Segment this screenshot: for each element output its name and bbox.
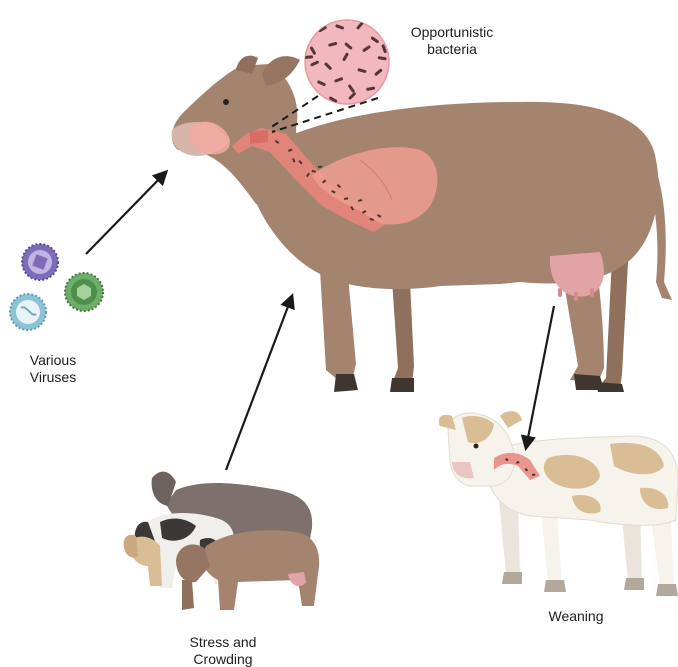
stress-crowding-label: Stress and Crowding: [168, 634, 278, 667]
virus-group: [10, 244, 103, 330]
adult-cow: [172, 56, 672, 392]
crowded-cattle: [124, 472, 320, 610]
opportunistic-bacteria-label: Opportunistic bacteria: [392, 24, 512, 58]
arrow-viruses-to-cow: [86, 172, 166, 254]
virus-icon: [65, 273, 103, 311]
weaning-label: Weaning: [536, 608, 616, 625]
various-viruses-label: Various Viruses: [8, 352, 98, 386]
calf-icon: [439, 411, 678, 596]
arrow-cow-to-weaning: [526, 306, 554, 448]
bacteria-label-line2: bacteria: [392, 41, 512, 58]
virus-icon: [22, 244, 58, 280]
virus-icon: [10, 294, 46, 330]
bacteria-label-line1: Opportunistic: [392, 24, 512, 41]
viruses-label-line2: Viruses: [8, 369, 98, 386]
arrow-stress-to-cow: [226, 296, 292, 470]
viruses-label-line1: Various: [8, 352, 98, 369]
stress-label-line2: Crowding: [168, 651, 278, 667]
weaning-label-text: Weaning: [536, 608, 616, 625]
stress-label-line1: Stress and: [168, 634, 278, 651]
